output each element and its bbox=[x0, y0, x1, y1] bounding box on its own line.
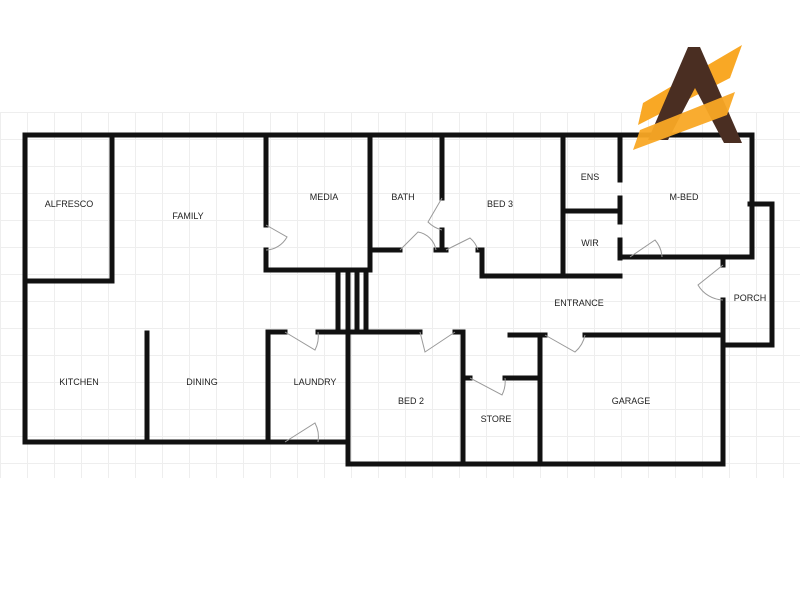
room-label-bed3: BED 3 bbox=[487, 199, 513, 209]
outer-wall bbox=[22, 132, 755, 467]
room-label-wir: WIR bbox=[581, 238, 599, 248]
alfresco-wall bbox=[22, 132, 115, 284]
logo-ruler-bottom bbox=[633, 92, 735, 150]
family-media-wall bbox=[263, 132, 373, 273]
room-label-kitchen: KITCHEN bbox=[59, 377, 99, 387]
room-label-bath: BATH bbox=[391, 192, 414, 202]
room-label-entrance: ENTRANCE bbox=[554, 298, 604, 308]
room-label-laundry: LAUNDRY bbox=[294, 377, 337, 387]
door-swing bbox=[445, 237, 479, 251]
store-wall bbox=[460, 332, 726, 467]
door-swing bbox=[265, 224, 288, 251]
ens-wir-wall bbox=[560, 132, 633, 279]
porch-wall bbox=[720, 201, 775, 348]
room-label-ens: ENS bbox=[581, 172, 600, 182]
room-label-family: FAMILY bbox=[172, 211, 203, 221]
door-swing bbox=[284, 331, 319, 351]
door-swing bbox=[629, 239, 663, 258]
door-swing bbox=[427, 197, 443, 231]
room-label-media: MEDIA bbox=[310, 192, 339, 202]
room-label-alfresco: ALFRESCO bbox=[45, 199, 94, 209]
room-labels: ALFRESCO FAMILY MEDIA BATH BED 3 ENS M-B… bbox=[45, 172, 767, 424]
room-label-bed2: BED 2 bbox=[398, 396, 424, 406]
room-label-store: STORE bbox=[481, 414, 512, 424]
walls bbox=[22, 132, 775, 467]
bed2-wall bbox=[345, 329, 466, 467]
door-swing bbox=[419, 331, 456, 353]
room-label-porch: PORCH bbox=[734, 293, 767, 303]
door-swing bbox=[544, 334, 586, 353]
door-swing bbox=[399, 231, 437, 251]
door-swing bbox=[284, 422, 319, 443]
doors bbox=[265, 197, 724, 443]
hall-columns bbox=[335, 267, 369, 335]
letter-a-ruler-logo bbox=[633, 45, 742, 150]
grid-background bbox=[0, 112, 800, 478]
room-label-garage: GARAGE bbox=[612, 396, 651, 406]
door-swing bbox=[469, 377, 506, 396]
room-label-mbed: M-BED bbox=[670, 192, 700, 202]
bath-wall bbox=[367, 132, 566, 279]
door-swing bbox=[697, 264, 724, 301]
room-label-dining: DINING bbox=[186, 377, 218, 387]
